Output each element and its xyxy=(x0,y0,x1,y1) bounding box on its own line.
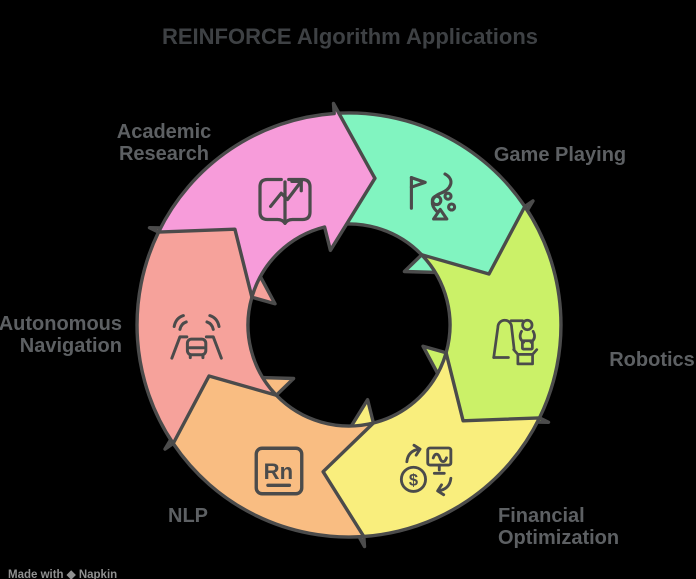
label-line: Autonomous xyxy=(0,313,122,335)
car-road-icon xyxy=(170,314,223,360)
robot-arm-icon xyxy=(492,318,539,366)
label-line: Game Playing xyxy=(494,144,626,166)
label-nlp: NLP xyxy=(168,505,208,527)
label-line: Research xyxy=(119,143,209,165)
finance-exchange-icon: $ xyxy=(399,443,453,497)
watermark: Made with ◆ Napkin xyxy=(8,569,117,579)
page-title: REINFORCE Algorithm Applications xyxy=(162,24,538,49)
label-game-playing: Game Playing xyxy=(494,144,626,166)
rn-tile-icon: Rn xyxy=(254,446,304,496)
label-line: NLP xyxy=(168,505,208,527)
svg-text:$: $ xyxy=(409,471,418,489)
label-line: Navigation xyxy=(20,335,122,357)
label-line: Optimization xyxy=(498,527,619,549)
label-robotics: Robotics xyxy=(609,349,695,371)
arrow-academic-research xyxy=(156,101,377,299)
game-trail-icon xyxy=(409,172,457,221)
label-line: Academic xyxy=(117,121,212,143)
book-trend-icon xyxy=(258,177,312,225)
svg-text:Rn: Rn xyxy=(264,459,293,484)
label-line: Robotics xyxy=(609,349,695,371)
label-line: Financial xyxy=(498,505,585,527)
